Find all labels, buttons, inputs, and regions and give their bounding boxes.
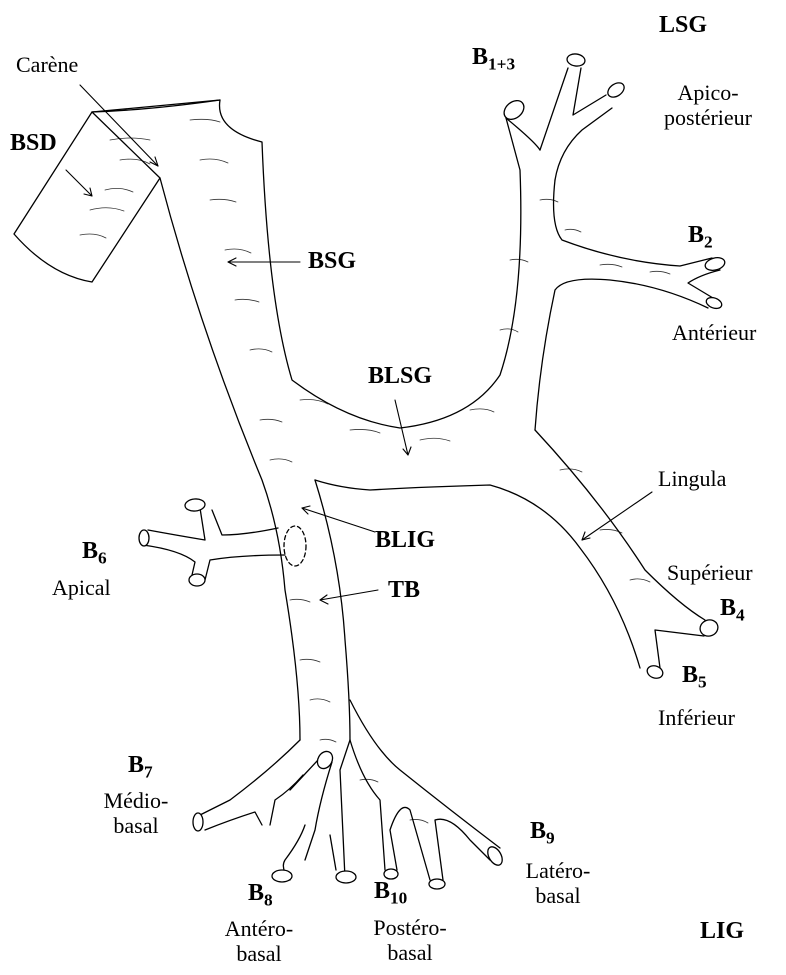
label-blsg: BLSG [368, 363, 432, 391]
b13-open-top [566, 53, 585, 67]
label-b7: B7 [128, 752, 153, 780]
label-basal-9: basal [512, 883, 604, 908]
label-apico-posterieur: Apico- postérieur [648, 80, 768, 131]
label-posterieur: postérieur [648, 105, 768, 130]
label-postero-basal: Postéro- basal [360, 915, 460, 966]
b10-branch [350, 740, 490, 880]
pointer-tb [320, 590, 378, 600]
bsg-trunk-left-wall [92, 100, 521, 428]
b6-branch [143, 508, 285, 580]
label-bsg: BSG [308, 248, 356, 276]
b2-lower-edge [535, 279, 708, 430]
label-basal-10: basal [360, 940, 460, 965]
pointers [66, 85, 652, 604]
label-b4: B4 [720, 595, 745, 623]
b6-open-top [185, 498, 206, 512]
label-basal-7: basal [92, 813, 180, 838]
b8-mid [330, 740, 350, 878]
b13-open-left [500, 97, 527, 123]
label-b8: B8 [248, 880, 273, 908]
pointer-lingula [582, 492, 652, 540]
label-b5: B5 [682, 662, 707, 690]
label-tb: TB [388, 577, 420, 605]
trachea-top [92, 100, 220, 112]
label-blig: BLIG [375, 527, 435, 555]
b2-open-top [704, 256, 726, 273]
label-b9: B9 [530, 818, 555, 846]
b6-open-left [139, 530, 149, 546]
b9-open [485, 844, 505, 867]
b10-open-right [429, 879, 445, 889]
label-apical: Apical [52, 575, 111, 600]
label-anterieur: Antérieur [672, 320, 756, 345]
texture [80, 119, 670, 823]
b6-origin-dashed [284, 526, 306, 566]
b7-open [193, 813, 203, 831]
pointer-blig [302, 508, 375, 532]
label-apico: Apico- [648, 80, 768, 105]
tb-right-wall [315, 480, 350, 740]
label-postero: Postéro- [360, 915, 460, 940]
label-antero-basal: Antéro- basal [212, 916, 306, 967]
b13-branch-left [506, 118, 540, 150]
label-bsd: BSD [10, 130, 57, 158]
b8-open-bottom [272, 870, 292, 882]
b13-branch-right [540, 68, 612, 180]
label-b13: B1+3 [472, 44, 515, 72]
label-basal-8: basal [212, 941, 306, 966]
label-lingula: Lingula [658, 466, 726, 491]
b6-open-bottom [189, 574, 205, 586]
label-carene: Carène [16, 52, 78, 77]
label-b2: B2 [688, 222, 713, 250]
b8-open-mid [336, 871, 356, 883]
b13-open-right [605, 80, 627, 100]
b5-open [645, 664, 664, 681]
label-inferieur: Inférieur [658, 705, 735, 730]
label-medio: Médio- [92, 788, 180, 813]
label-antero: Antéro- [212, 916, 306, 941]
b9-outer [350, 700, 500, 848]
label-superieur: Supérieur [667, 560, 753, 585]
b8-open-top [314, 749, 335, 772]
b8-branch [283, 760, 332, 880]
label-medio-basal: Médio- basal [92, 788, 180, 839]
label-latero: Latéro- [512, 858, 604, 883]
label-lsg: LSG [659, 12, 707, 40]
label-latero-basal: Latéro- basal [512, 858, 604, 909]
label-lig: LIG [700, 918, 744, 946]
b7-branch [200, 740, 303, 830]
lingula-under [315, 480, 640, 668]
label-b6: B6 [82, 538, 107, 566]
label-b10: B10 [374, 878, 407, 906]
b2-fork [688, 270, 720, 298]
